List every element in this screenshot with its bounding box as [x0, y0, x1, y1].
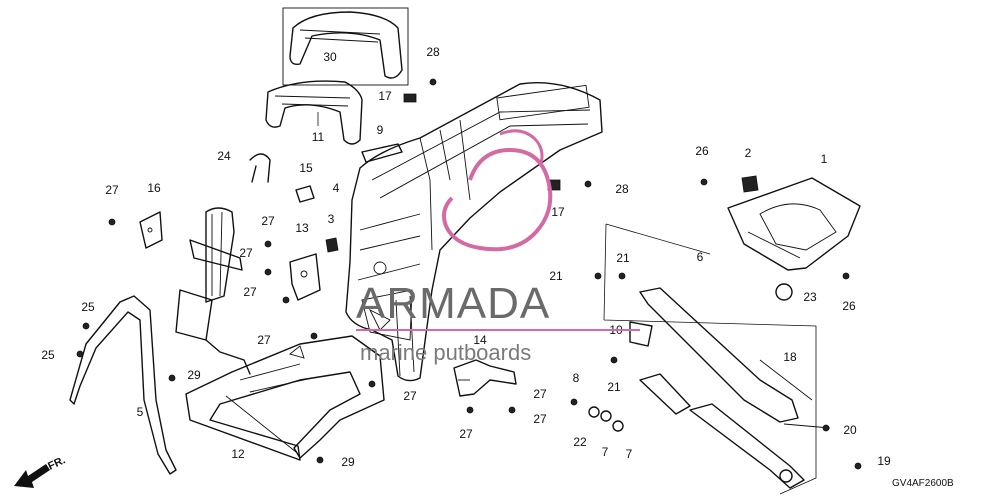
callout-20: 20 [843, 423, 857, 437]
callout-21: 21 [607, 380, 621, 394]
watermark: ARMADA marine putboards [356, 129, 640, 365]
watermark-logo-swirl [442, 147, 553, 252]
callout-9: 9 [377, 123, 384, 137]
callout-26: 26 [842, 299, 856, 313]
callout-27: 27 [243, 285, 257, 299]
callout-27: 27 [533, 387, 547, 401]
part-15 [295, 185, 315, 203]
callout-28: 28 [426, 45, 440, 59]
part-11-cover [265, 80, 363, 145]
callout-30: 30 [323, 50, 337, 64]
callout-8: 8 [573, 371, 580, 385]
callout-21: 21 [616, 251, 630, 265]
part-5-stand [69, 295, 177, 475]
part-30-cover [282, 7, 409, 86]
callout-16: 16 [147, 181, 161, 195]
callout-17: 17 [378, 89, 392, 103]
callout-19: 19 [877, 454, 891, 468]
part-2 [741, 175, 759, 193]
part-16-plate [139, 211, 163, 249]
callout-5: 5 [137, 405, 144, 419]
callout-27: 27 [533, 412, 547, 426]
diagram-code: GV4AF2600B [892, 478, 954, 489]
callout-27: 27 [105, 183, 119, 197]
callout-7: 7 [626, 447, 633, 461]
callout-27: 27 [459, 427, 473, 441]
callout-18: 18 [783, 350, 797, 364]
callout-21: 21 [549, 269, 563, 283]
callout-labels: 30 11 28 17 9 24 15 4 16 27 27 3 13 27 2… [41, 45, 891, 469]
part-10 [629, 321, 653, 347]
fasteners [76, 78, 862, 470]
part-24-clip [249, 153, 271, 183]
front-frame [175, 207, 251, 375]
part-3 [325, 237, 339, 253]
callout-22: 22 [573, 435, 587, 449]
part-9 [361, 143, 403, 163]
part-13-bracket [289, 253, 321, 301]
callout-4: 4 [333, 181, 340, 195]
callout-27: 27 [239, 246, 253, 260]
direction-label: FR. [46, 454, 67, 472]
callout-25: 25 [81, 300, 95, 314]
callout-25: 25 [41, 348, 55, 362]
callout-3: 3 [328, 212, 335, 226]
callout-6: 6 [697, 250, 704, 264]
callout-23: 23 [803, 290, 817, 304]
watermark-brand: ARMADA [356, 279, 550, 328]
part-6-assembly [603, 223, 831, 495]
callout-29: 29 [187, 368, 201, 382]
front-direction-indicator: FR. [14, 454, 67, 488]
watermark-tagline: marine putboards [360, 340, 531, 365]
callout-14: 14 [473, 333, 487, 347]
part-4-main-frame [345, 82, 603, 382]
part-12-lower-frame [185, 335, 385, 461]
direction-arrow-icon [14, 464, 50, 488]
part-14-bracket [453, 359, 517, 397]
callout-7: 7 [602, 445, 609, 459]
callout-26: 26 [695, 144, 709, 158]
callout-24: 24 [217, 149, 231, 163]
callout-2: 2 [745, 146, 752, 160]
callout-15: 15 [299, 161, 313, 175]
callout-1: 1 [821, 152, 828, 166]
callout-11: 11 [312, 130, 325, 144]
callout-27: 27 [257, 333, 271, 347]
callout-17: 17 [551, 205, 565, 219]
callout-12: 12 [231, 447, 245, 461]
callout-27: 27 [403, 389, 417, 403]
part-1-cover [727, 177, 861, 271]
callout-28: 28 [615, 182, 629, 196]
callout-13: 13 [295, 221, 309, 235]
callout-27: 27 [261, 214, 275, 228]
callout-29: 29 [341, 455, 355, 469]
part-23-clamp [775, 283, 793, 301]
